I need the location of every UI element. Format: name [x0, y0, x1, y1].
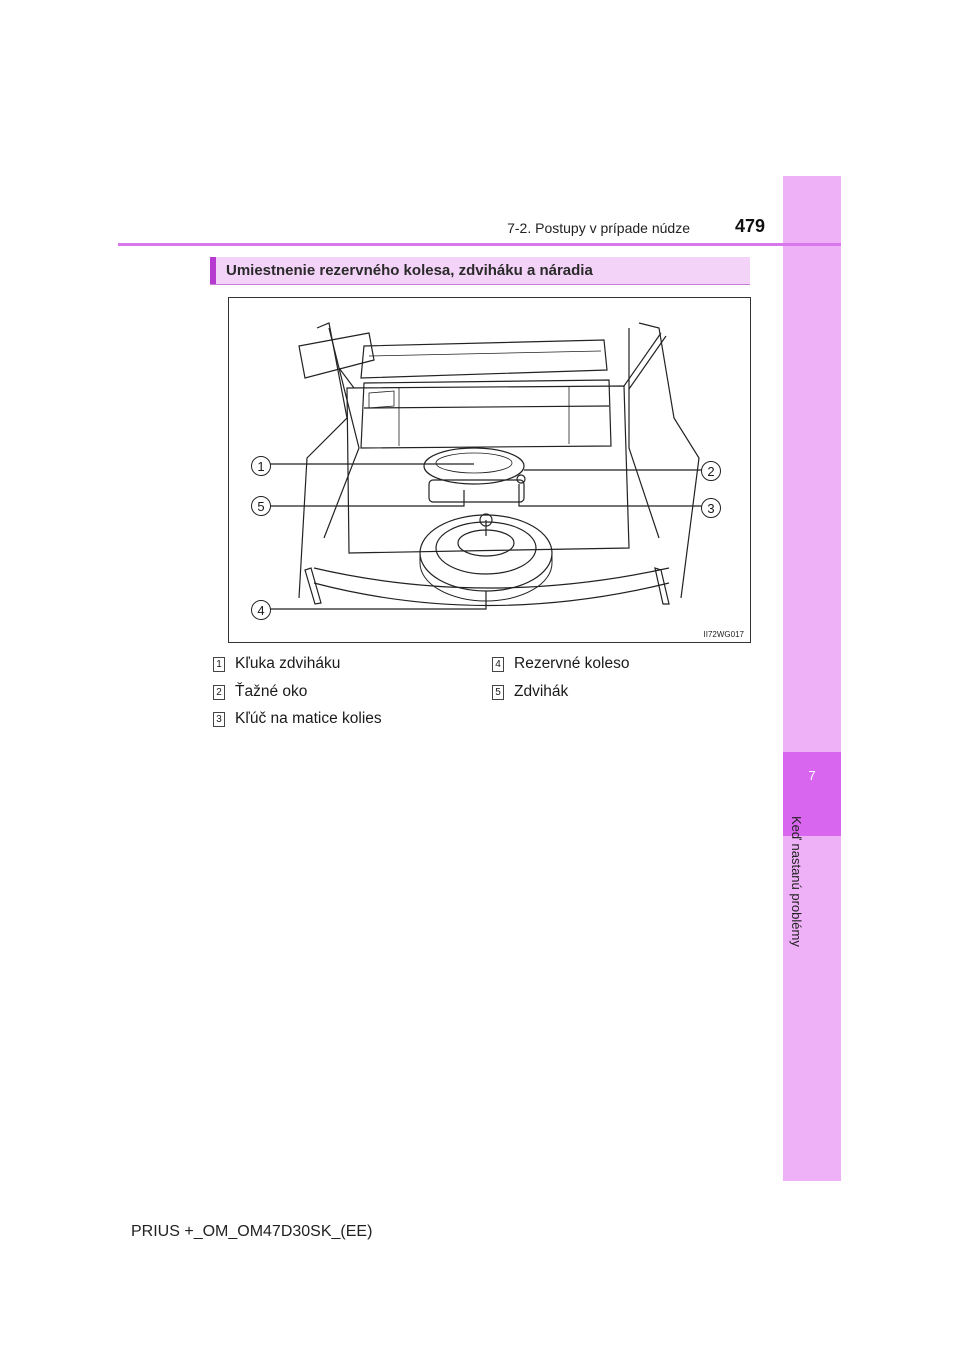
trunk-drawing: [269, 322, 708, 610]
legend-label: Rezervné koleso: [514, 655, 630, 672]
legend-item: 1 Kľuka zdviháku: [213, 655, 340, 673]
legend-item: 5 Zdvihák: [492, 683, 568, 701]
legend-label: Ťažné oko: [235, 683, 308, 700]
legend-label: Kľúč na matice kolies: [235, 710, 382, 727]
chapter-tab-active[interactable]: [783, 752, 841, 836]
legend-number: 1: [213, 657, 225, 672]
page-number: 479: [735, 216, 766, 236]
heading-accent-bar: [210, 257, 216, 284]
legend-number: 5: [492, 685, 504, 700]
legend-item: 2 Ťažné oko: [213, 683, 307, 701]
section-heading-text: Umiestnenie rezervného kolesa, zdviháku …: [226, 262, 593, 279]
legend-label: Kľuka zdviháku: [235, 655, 341, 672]
legend-number: 4: [492, 657, 504, 672]
callout-wheel-nut-wrench: 3: [701, 498, 721, 518]
header-section-title: 7-2. Postupy v prípade núdze: [507, 220, 690, 236]
callout-jack-handle: 1: [251, 456, 271, 476]
legend-number: 3: [213, 712, 225, 727]
callout-jack: 5: [251, 496, 271, 516]
header-divider: [118, 243, 841, 246]
side-tab: [783, 176, 841, 1181]
trunk-illustration: 1 2 5 3 4 II72WG017: [228, 297, 751, 643]
legend-item: 4 Rezervné koleso: [492, 655, 629, 673]
legend-number: 2: [213, 685, 225, 700]
footer-manual-code: PRIUS +_OM_OM47D30SK_(EE): [131, 1223, 373, 1240]
chapter-number: 7: [808, 768, 816, 783]
callout-spare-tire: 4: [251, 600, 271, 620]
figure-code: II72WG017: [703, 630, 744, 639]
section-heading: Umiestnenie rezervného kolesa, zdviháku …: [210, 257, 750, 285]
legend-item: 3 Kľúč na matice kolies: [213, 710, 382, 728]
callout-towing-eye: 2: [701, 461, 721, 481]
legend-label: Zdvihák: [514, 683, 569, 700]
